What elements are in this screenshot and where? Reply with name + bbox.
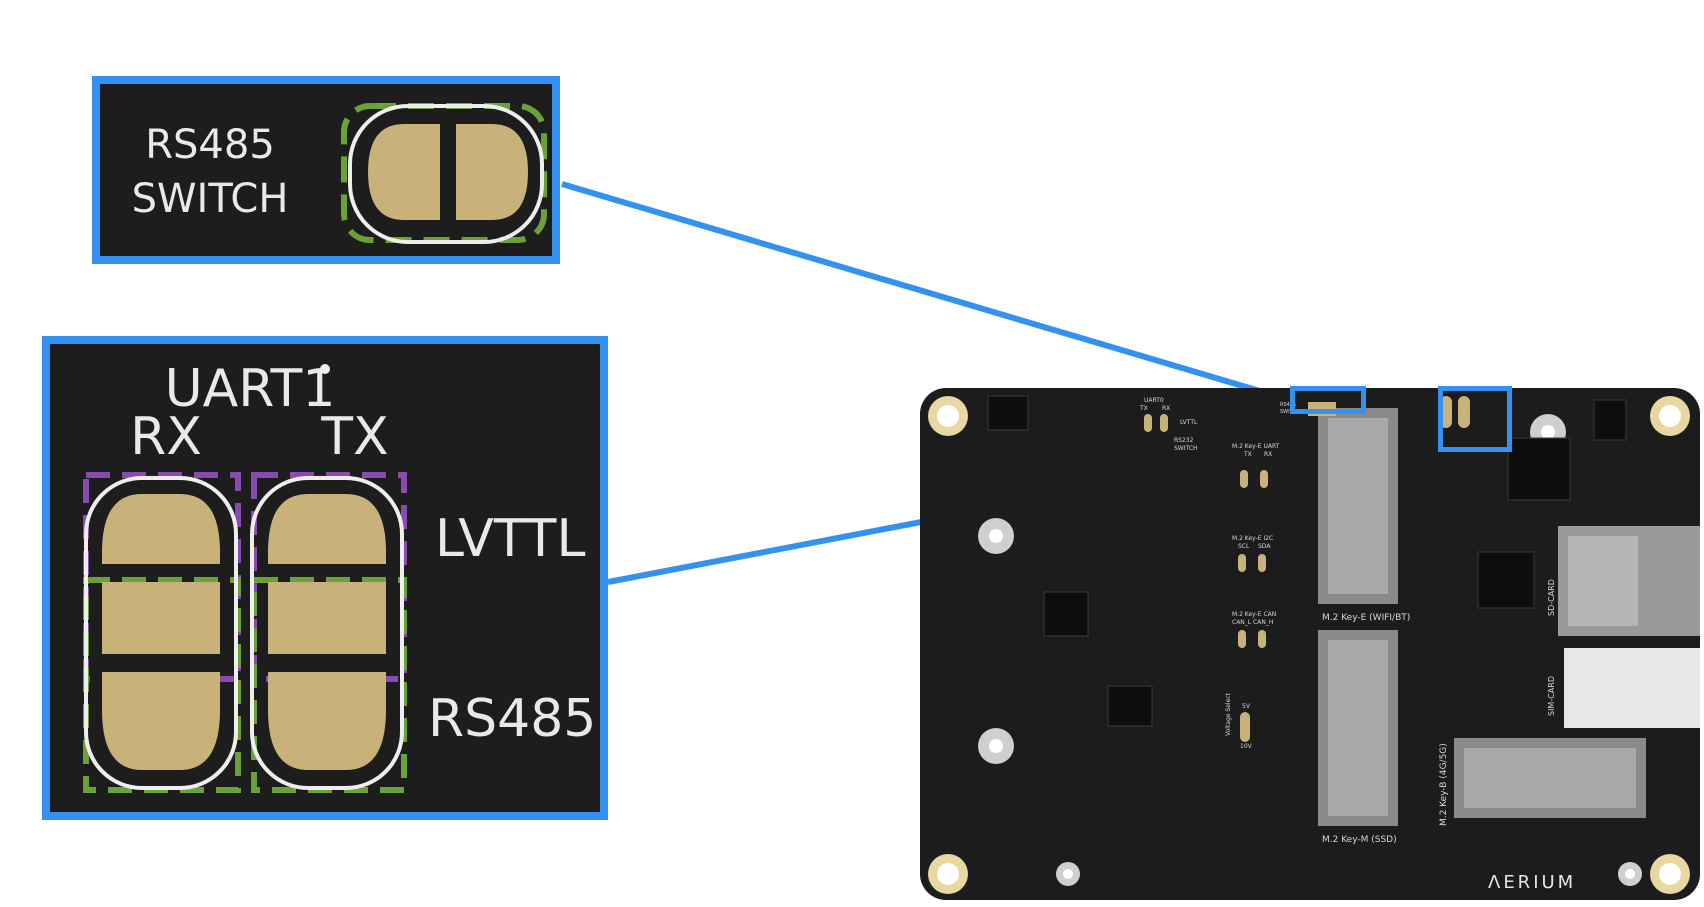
silk-sd-card: SD-CARD [1547,579,1556,616]
zoom-panel-rs485-switch: RS485 SWITCH [92,76,560,264]
silk-lvttl: LVTTL [1180,419,1198,426]
pcb-outline [920,388,1700,900]
rs485-switch-label-line1: RS485 [145,122,275,168]
uart1-title: UART1 [165,359,336,419]
silk-m2e-can-pins: CAN_L CAN_H [1232,619,1273,626]
uart1-rs485-label: RS485 [428,689,596,749]
silk-rs485-switch: SWITCH [1280,409,1300,415]
silk-uart0-tx: TX [1139,405,1148,412]
silk-rs232-switch: SWITCH [1174,445,1198,452]
tx-pad-top [268,494,386,564]
pcb-board-drawing: M.2 Key-E (WIFI/BT) M.2 Key-M (SSD) M.2 … [920,388,1700,900]
silk-m2e-can: M.2 Key-E CAN [1232,611,1276,618]
uart1-lvttl-label: LVTTL [435,509,585,569]
sim-card-slot: SIM-CARD [1547,648,1700,728]
silk-voltage-select: Voltage Select [1225,692,1232,736]
silk-10v: 10V [1240,743,1253,750]
rx-pad-top [102,494,220,564]
rs485-switch-zoom: RS485 SWITCH [132,103,547,244]
rs485-switch-label-line2: SWITCH [132,176,289,222]
m2-key-m-slot: M.2 Key-M (SSD) [1318,630,1398,845]
silk-m2-key-e-wifi: M.2 Key-E (WIFI/BT) [1322,613,1410,623]
m2-key-e-slot: M.2 Key-E (WIFI/BT) [1318,408,1410,623]
tx-pad-middle [268,582,386,654]
mounting-holes [928,396,1690,894]
silk-m2e-i2c: M.2 Key-E I2C [1232,535,1273,542]
silk-m2e-uart-tx: TX [1243,451,1252,458]
tx-white-outline [250,476,404,790]
rx-white-outline [84,476,238,790]
silk-labels: UART0 TX RX LVTTL RS232 SWITCH M.2 Key-E… [1139,397,1280,750]
silk-sim-card: SIM-CARD [1547,676,1556,716]
silk-5v: 5V [1242,703,1251,710]
silk-m2-key-b: M.2 Key-B (4G/5G) [1439,743,1449,826]
pcb-board: M.2 Key-E (WIFI/BT) M.2 Key-M (SSD) M.2 … [918,386,1704,904]
rx-pad-bottom [102,672,220,770]
highlight-rs485-switch [1290,386,1366,414]
pin1-marker [320,364,330,374]
silk-rs485: RS485 [1280,402,1296,408]
silk-m2e-uart: M.2 Key-E UART [1232,443,1280,450]
highlight-uart1 [1438,386,1512,452]
silk-m2-key-m-ssd: M.2 Key-M (SSD) [1322,835,1397,845]
uart1-tx-label: TX [320,407,388,467]
rx-pad-middle [102,582,220,654]
board-brand: ΛERIUM [1488,872,1576,893]
rs485-switch-pad-left [368,124,440,220]
uart1-rx-jumper [83,472,241,793]
ics [987,395,1627,727]
small-jumpers [1144,414,1268,742]
m2-key-b-slot: M.2 Key-B (4G/5G) [1439,738,1646,826]
uart1-zoom: UART1 RX TX LVTTL RS485 [83,359,596,793]
callout-line-rs485 [561,181,1291,403]
rs485-switch-pad-right [456,124,528,220]
board-uart1-jumpers [1440,396,1470,428]
silk-m2e-uart-rx: RX [1264,451,1272,458]
silk-uart0-rx: RX [1162,405,1170,412]
rs485-switch-white-outline [348,104,544,244]
tx-pad-bottom [268,672,386,770]
silk-m2e-i2c-scl: SCL [1238,543,1250,550]
uart1-tx-jumper [250,472,407,793]
silk-m2e-i2c-sda: SDA [1258,543,1271,550]
uart1-rx-label: RX [130,407,202,467]
silk-rs232: RS232 [1174,437,1194,444]
zoom-panel-uart1: UART1 RX TX LVTTL RS485 [42,336,608,820]
silk-uart0: UART0 [1144,397,1164,404]
sd-card-slot: SD-CARD [1547,526,1700,636]
